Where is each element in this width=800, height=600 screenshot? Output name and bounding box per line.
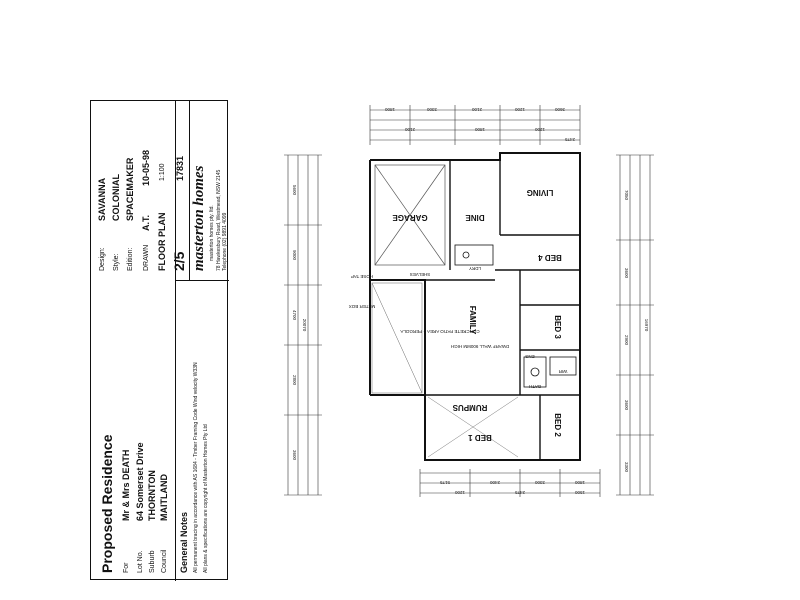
style-label: Style:: [113, 253, 120, 271]
shelves-note: SHELVES: [410, 272, 430, 277]
room-label-living: LIVING: [527, 188, 554, 197]
lot-label: Lot No.: [137, 550, 144, 573]
dimension-lines-right: [616, 154, 654, 496]
room-label-bed1: BED 1: [468, 433, 492, 442]
dim-right-5: 3300: [624, 462, 629, 473]
room-label-bed4: BED 4: [538, 253, 562, 262]
divider: [189, 101, 190, 281]
dim-top-9: 2475: [564, 137, 575, 142]
room-label-dine: DINE: [465, 213, 485, 222]
dim-right-6: 16970: [644, 319, 649, 332]
dim-right-2: 3600: [624, 268, 629, 279]
style-value: COLONIAL: [111, 174, 121, 221]
dim-left-3: 20070: [302, 319, 307, 332]
drawn-value: A.T.: [141, 214, 151, 231]
wir-label: WIR: [558, 369, 567, 374]
dim-bottom-7: 1500: [574, 490, 585, 495]
brand-subtitle: masterton homes pty. ltd.: [209, 205, 215, 261]
sheet-title: FLOOR PLAN: [157, 212, 167, 272]
dim-left-4: 4700: [292, 310, 297, 321]
wet-areas: [454, 244, 577, 388]
design-value: SAVANNA: [97, 177, 107, 221]
divider: [175, 280, 229, 281]
general-notes-heading: General Notes: [179, 511, 189, 573]
dim-top-5: 3600: [554, 107, 565, 112]
ens-label: ENS: [525, 354, 534, 359]
title-block: Proposed Residence For Mr & Mrs DEATH Lo…: [90, 100, 229, 581]
brand-logo: masterton homes: [191, 165, 207, 271]
general-notes-text: All permanent bracing in accordance with…: [193, 362, 199, 573]
dim-right-3: 2900: [624, 335, 629, 346]
sheet-number: 2/5: [171, 251, 187, 271]
patio-label: CONCRETE PATIO AREA + PERGOLA: [400, 329, 479, 334]
room-label-bed2: BED 2: [553, 413, 562, 437]
for-label: For: [123, 562, 130, 574]
bath-label: BATH: [529, 384, 541, 389]
edition-value: SPACEMAKER: [125, 157, 135, 221]
suburb-label: Suburb: [149, 550, 156, 573]
dim-top-8: 1200: [534, 127, 545, 132]
garage-door-hatch: [374, 164, 446, 266]
dim-left-1: 5600: [292, 185, 297, 196]
council-value: MAITLAND: [159, 474, 169, 521]
dim-top-2: 3300: [426, 107, 437, 112]
exterior-walls: [369, 152, 581, 461]
title-heading: Proposed Residence: [99, 434, 115, 574]
dim-top-3: 2100: [471, 107, 482, 112]
design-label: Design:: [99, 247, 106, 271]
room-label-garage: GARAGE: [392, 213, 428, 222]
dim-bottom-6: 2475: [514, 490, 525, 495]
drawn-label: DRAWN: [143, 244, 150, 271]
street-address: 64 Somerset Drive: [135, 442, 145, 521]
dim-right-4: 3600: [624, 400, 629, 411]
hose-tap-note: HOSE TAP: [351, 274, 373, 279]
dim-left-5: 2800: [292, 375, 297, 386]
patio-hatch: [371, 282, 423, 394]
dimension-lines-top: [369, 105, 581, 145]
room-label-family: FAMILY: [468, 306, 477, 335]
client-name: Mr & Mrs DEATH: [121, 449, 131, 521]
dim-bottom-2: 2400: [489, 480, 500, 485]
date-value: 10-05-98: [141, 149, 151, 186]
floor-plan: LIVING DINE GARAGE FAMILY RUMPUS BED 1 B…: [284, 105, 654, 497]
dimension-lines-bottom: [419, 469, 601, 497]
room-label-rumpus: RUMPUS: [452, 403, 487, 412]
dim-left-2: 9000: [292, 250, 297, 261]
council-label: Council: [161, 549, 168, 573]
dim-top-4: 1200: [514, 107, 525, 112]
dim-top-6: 2100: [404, 127, 415, 132]
copyright-note: All plans & specifications are copyright…: [203, 424, 209, 573]
dwarf-wall-label: DWARF WALL 900MM HIGH: [451, 344, 509, 349]
dim-top-1: 1800: [384, 107, 395, 112]
rumpus-diagonal: [427, 396, 519, 458]
interior-walls: [425, 160, 580, 460]
scale-value: 1:100: [159, 163, 166, 181]
dim-bottom-4: 1800: [574, 480, 585, 485]
job-number: 17831: [175, 155, 185, 181]
dim-top-7: 1800: [474, 127, 485, 132]
dim-right-1: 7050: [624, 190, 629, 201]
dim-left-6: 3600: [292, 450, 297, 461]
company-phone: Telephone (02) 9891 4099: [222, 212, 228, 271]
ldry-label: LDRY: [469, 266, 481, 271]
dim-bottom-1: 5175: [439, 480, 450, 485]
dim-bottom-3: 3300: [534, 480, 545, 485]
suburb-value: THORNTON: [147, 470, 157, 521]
dimension-lines-left: [284, 154, 322, 496]
dim-bottom-5: 1200: [454, 490, 465, 495]
room-label-bed3: BED 3: [553, 315, 562, 339]
meter-box-note: METER BOX: [349, 304, 376, 309]
edition-label: Edition:: [127, 247, 134, 271]
